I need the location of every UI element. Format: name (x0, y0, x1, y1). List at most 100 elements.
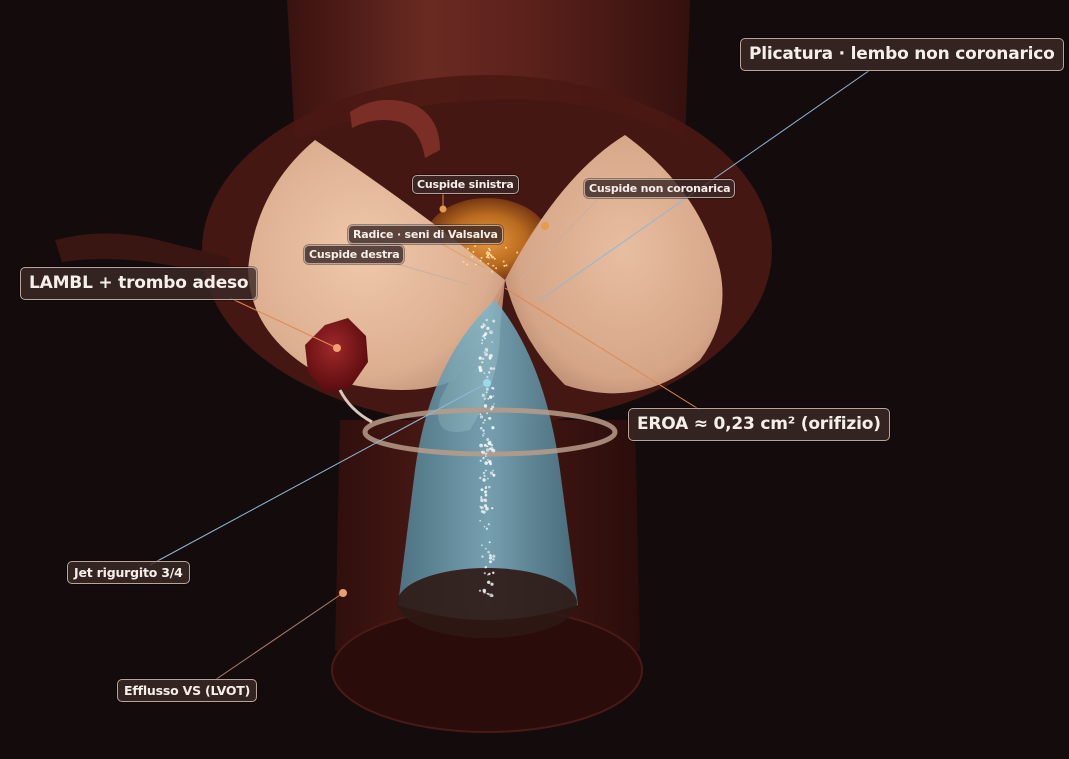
root-particle (466, 247, 469, 250)
jet-particle (493, 403, 495, 405)
jet-particle (479, 415, 484, 419)
root-particle (503, 264, 506, 267)
root-particle (491, 256, 493, 259)
label-cuspide-sinistra[interactable]: Cuspide sinistra (412, 175, 519, 194)
jet-particle (481, 357, 485, 361)
label-cuspide-non-coronarica[interactable]: Cuspide non coronarica (584, 179, 736, 198)
jet-particle (479, 519, 482, 522)
jet-particle (491, 426, 495, 430)
jet-particle (479, 476, 482, 480)
label-lambl[interactable]: LAMBL + trombo adeso (20, 267, 258, 300)
root-particle (487, 252, 490, 255)
jet-particle (490, 443, 494, 447)
jet-particle (482, 322, 485, 325)
jet-particle (488, 541, 491, 544)
jet-particle (482, 324, 486, 327)
jet-particle (481, 393, 485, 397)
callout-dot-jet (483, 379, 491, 387)
jet-particle (480, 544, 483, 547)
jet-particle (484, 490, 488, 494)
callout-dot-efflusso (339, 589, 347, 597)
jet-particle (483, 572, 486, 575)
jet-particle (491, 594, 494, 598)
jet-particle (483, 432, 485, 435)
jet-particle (482, 471, 486, 475)
jet-particle (480, 495, 483, 498)
callout-line-destra (389, 261, 471, 286)
jet-particle (491, 405, 495, 409)
root-particle (479, 259, 482, 262)
jet-particle (492, 387, 495, 390)
jet-particle (479, 443, 483, 448)
jet-particle (479, 413, 482, 416)
jet-base (397, 568, 577, 638)
jet-particle (488, 371, 491, 374)
jet-particle (481, 450, 486, 455)
lambl-strand (338, 389, 373, 424)
root-particle (480, 256, 483, 259)
jet-particle (483, 337, 487, 340)
root-particle (487, 256, 490, 259)
root-particle (486, 251, 489, 254)
root-particle (491, 270, 493, 273)
callout-line-lambl (229, 297, 338, 349)
jet-particle (483, 397, 487, 400)
jet-particle (489, 395, 493, 399)
jet-particle (488, 485, 491, 489)
label-eroa[interactable]: EROA ≈ 0,23 cm² (orifizio) (628, 408, 890, 441)
jet-particle (483, 333, 487, 336)
jet-particle (484, 352, 489, 357)
root-particle (471, 255, 474, 258)
jet-particle (492, 367, 496, 370)
callout-line-jet (149, 382, 488, 566)
label-cuspide-destra[interactable]: Cuspide destra (304, 245, 405, 264)
jet-particle (490, 446, 494, 450)
jet-particle (488, 440, 492, 444)
root-particle (472, 250, 475, 253)
callout-line-eroa (504, 287, 701, 411)
label-plicatura[interactable]: Plicatura · lembo non coronarico (740, 38, 1064, 71)
callout-line-noncoronarica (519, 196, 601, 281)
jet-particle (491, 507, 494, 510)
label-efflusso[interactable]: Efflusso VS (LVOT) (117, 679, 258, 702)
label-radice[interactable]: Radice · seni di Valsalva (348, 225, 503, 244)
root-particle (466, 263, 469, 266)
jet-particle (482, 334, 485, 338)
jet-particle (481, 342, 483, 345)
jet-particle (479, 505, 481, 508)
jet-particle (484, 461, 489, 465)
jet-particle (479, 426, 483, 430)
jet-particle (488, 356, 492, 360)
jet-particle (490, 407, 493, 411)
root-particle (502, 260, 505, 263)
jet-particle (483, 443, 487, 447)
jet-particle (482, 510, 486, 514)
root-particle (462, 260, 465, 263)
jet-particle (482, 478, 486, 482)
jet-particle (481, 339, 484, 341)
jet-particle (485, 455, 487, 458)
jet-particle (484, 347, 488, 351)
jet-particle (481, 361, 484, 364)
lambl-thrombus[interactable] (305, 318, 368, 392)
jet-particle (483, 498, 488, 503)
jet-particle (483, 351, 486, 353)
cuspide-destra-shape (248, 140, 505, 390)
jet-particle (483, 372, 486, 374)
jet-particle (486, 438, 490, 441)
jet-particle (487, 580, 491, 584)
jet-particle (488, 572, 491, 576)
jet-particle (489, 560, 492, 564)
jet-particle (481, 434, 485, 437)
jet-particle (489, 554, 492, 557)
jet-particle (478, 368, 483, 373)
jet-particle (486, 445, 489, 448)
jet-particle (492, 554, 496, 558)
root-particle (474, 245, 477, 248)
jet-particle (492, 558, 495, 561)
jet-particle (485, 391, 488, 394)
jet-particle (487, 458, 489, 461)
label-jet[interactable]: Jet rigurgito 3/4 (67, 561, 190, 584)
cuspide-non-coronarica-shape (505, 135, 723, 394)
